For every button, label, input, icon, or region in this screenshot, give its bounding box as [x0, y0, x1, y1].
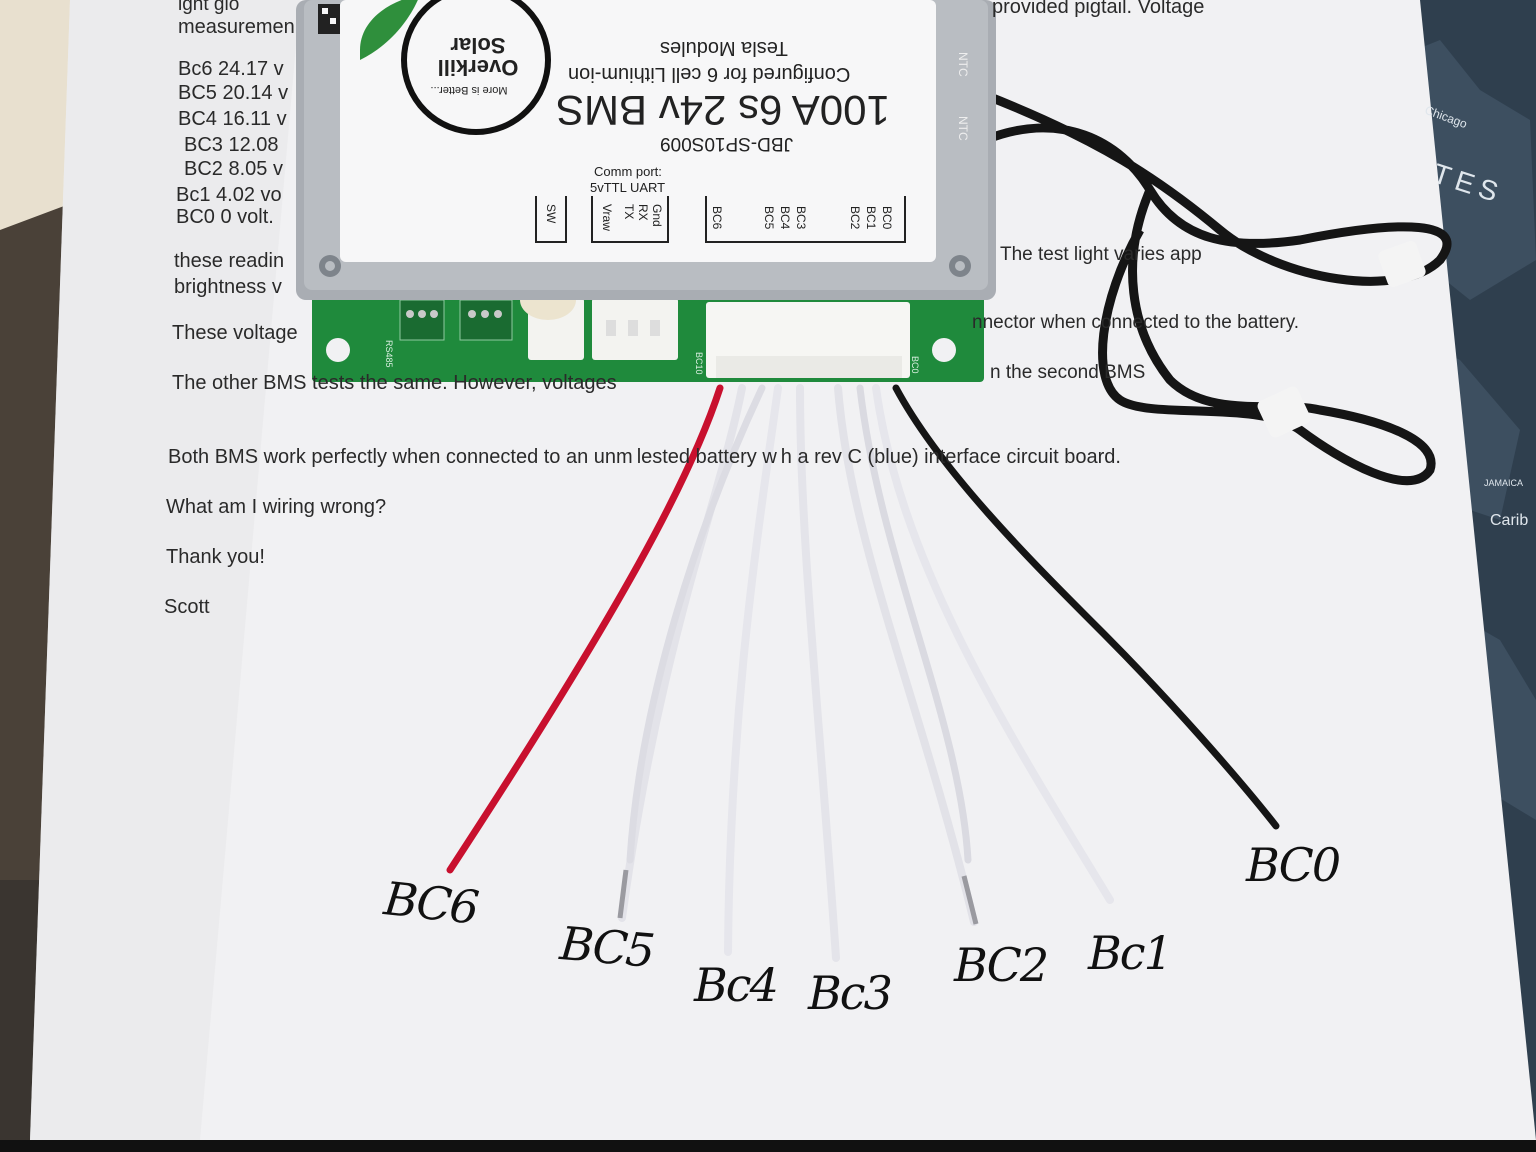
wire-bc3 [796, 384, 840, 962]
letter-thanks: Thank you! [166, 546, 265, 568]
bc5-pin-label: BC5 [762, 206, 776, 230]
brand-line-1: Overkill [437, 55, 519, 80]
handwritten-label-bc6: BC6 [381, 871, 480, 935]
pcb-mount-hole-left [326, 338, 350, 362]
balance-wires [446, 384, 1280, 962]
ntc-cable-upper [983, 90, 1452, 286]
map-label-jamaica: JAMAICA [1484, 478, 1524, 488]
letter-question: What am I wiring wrong? [166, 496, 387, 518]
voltage-reading-bc0: BC0 0 volt. [176, 206, 274, 228]
wire-bc0-black [892, 384, 1280, 830]
pcb-bc0-label: BC0 [910, 356, 920, 374]
letter-line-truncated: ight glo [178, 0, 240, 15]
handwritten-label-bc1: Bc1 [1088, 926, 1173, 980]
cable-tie-lower [1257, 386, 1311, 438]
bms-model-title: 100A 6s 24v BMS [556, 87, 890, 134]
brand-tagline: More is Better... [430, 84, 508, 96]
bc2-pin-label: BC2 [848, 206, 862, 230]
wire-bc4 [724, 384, 782, 956]
bms-config-line: Configured for 6 cell Lithium-ion [568, 63, 851, 85]
bc3-pin-label: BC3 [794, 206, 808, 230]
map-label-caribbean: Carib [1490, 512, 1529, 529]
handwritten-label-bc3: Bc3 [808, 966, 893, 1020]
pin-gnd: Gnd [650, 204, 664, 227]
letter-line-brightness: brightness v [174, 276, 282, 298]
wire-bc5 [618, 384, 746, 922]
letter-right-second-bms: n the second BMS [990, 362, 1146, 383]
pin-tx: TX [622, 204, 636, 220]
switch-label: SW [544, 204, 558, 224]
comm-port-type: 5vTTL UART [590, 180, 666, 195]
letter-right-connector: nnector when connected to the battery. [972, 312, 1300, 333]
voltage-reading-bc6: Bc6 24.17 v [178, 58, 284, 80]
letter-line-voltages: These voltage [172, 322, 298, 344]
brand-name: Overkill Solar [430, 33, 526, 80]
ntc-label-bottom: NTC [956, 116, 970, 141]
logo-leaf [360, 0, 418, 60]
comm-port-title: Comm port: [594, 164, 662, 179]
handwritten-label-bc5: BC5 [557, 916, 656, 978]
voltage-reading-bc4: BC4 16.11 v [178, 108, 287, 130]
cream-card [0, 0, 80, 230]
letter-right-test-light: The test light varies app [1000, 244, 1202, 265]
cable-tie-upper [1378, 240, 1426, 288]
pcb-bc10-label: BC10 [694, 352, 704, 375]
handwritten-label-bc4: Bc4 [694, 958, 779, 1012]
bms-part-number: JBD-SP10S009 [660, 133, 794, 154]
letter-right-top: provided pigtail. Voltage [992, 0, 1205, 18]
pin-vraw: Vraw [600, 204, 614, 231]
wire-bc1 [872, 384, 1114, 904]
ntc-cable-lower [1098, 188, 1436, 486]
wire-bc2 [834, 384, 978, 926]
bc4-pin-label: BC4 [778, 206, 792, 230]
qr-code [318, 4, 340, 34]
letter-measurement-fragment: measuremen [178, 16, 295, 38]
letter-line-other-bms: The other BMS tests the same. However, v… [172, 372, 617, 394]
voltage-reading-bc1: Bc1 4.02 vo [176, 184, 282, 206]
bms-label [340, 0, 936, 262]
voltage-reading-bc3: BC3 12.08 [184, 134, 279, 156]
wire-bc6-red [446, 384, 724, 874]
letter-signature: Scott [164, 596, 210, 618]
ntc-label-top: NTC [956, 52, 970, 77]
voltage-reading-bc2: BC2 8.05 v [184, 158, 283, 180]
bc6-pin-label: BC6 [710, 206, 724, 230]
brand-line-2: Solar [450, 33, 506, 58]
letter-line-readings: these readin [174, 250, 285, 272]
handwritten-label-bc0: BC0 [1246, 838, 1341, 892]
bms-modules-line: Tesla Modules [660, 37, 788, 59]
pin-rx: RX [636, 204, 650, 221]
bc1-pin-label: BC1 [864, 206, 878, 230]
bc0-pin-label: BC0 [880, 206, 894, 230]
pcb-rs485-label: RS485 [384, 340, 394, 368]
letter-line-both-bms: Both BMS work perfectly when connected t… [168, 446, 1121, 468]
handwritten-label-bc2: BC2 [954, 938, 1049, 992]
voltage-reading-bc5: BC5 20.14 v [178, 82, 289, 104]
pcb-mount-hole-right [932, 338, 956, 362]
overkill-solar-logo [401, 0, 551, 135]
